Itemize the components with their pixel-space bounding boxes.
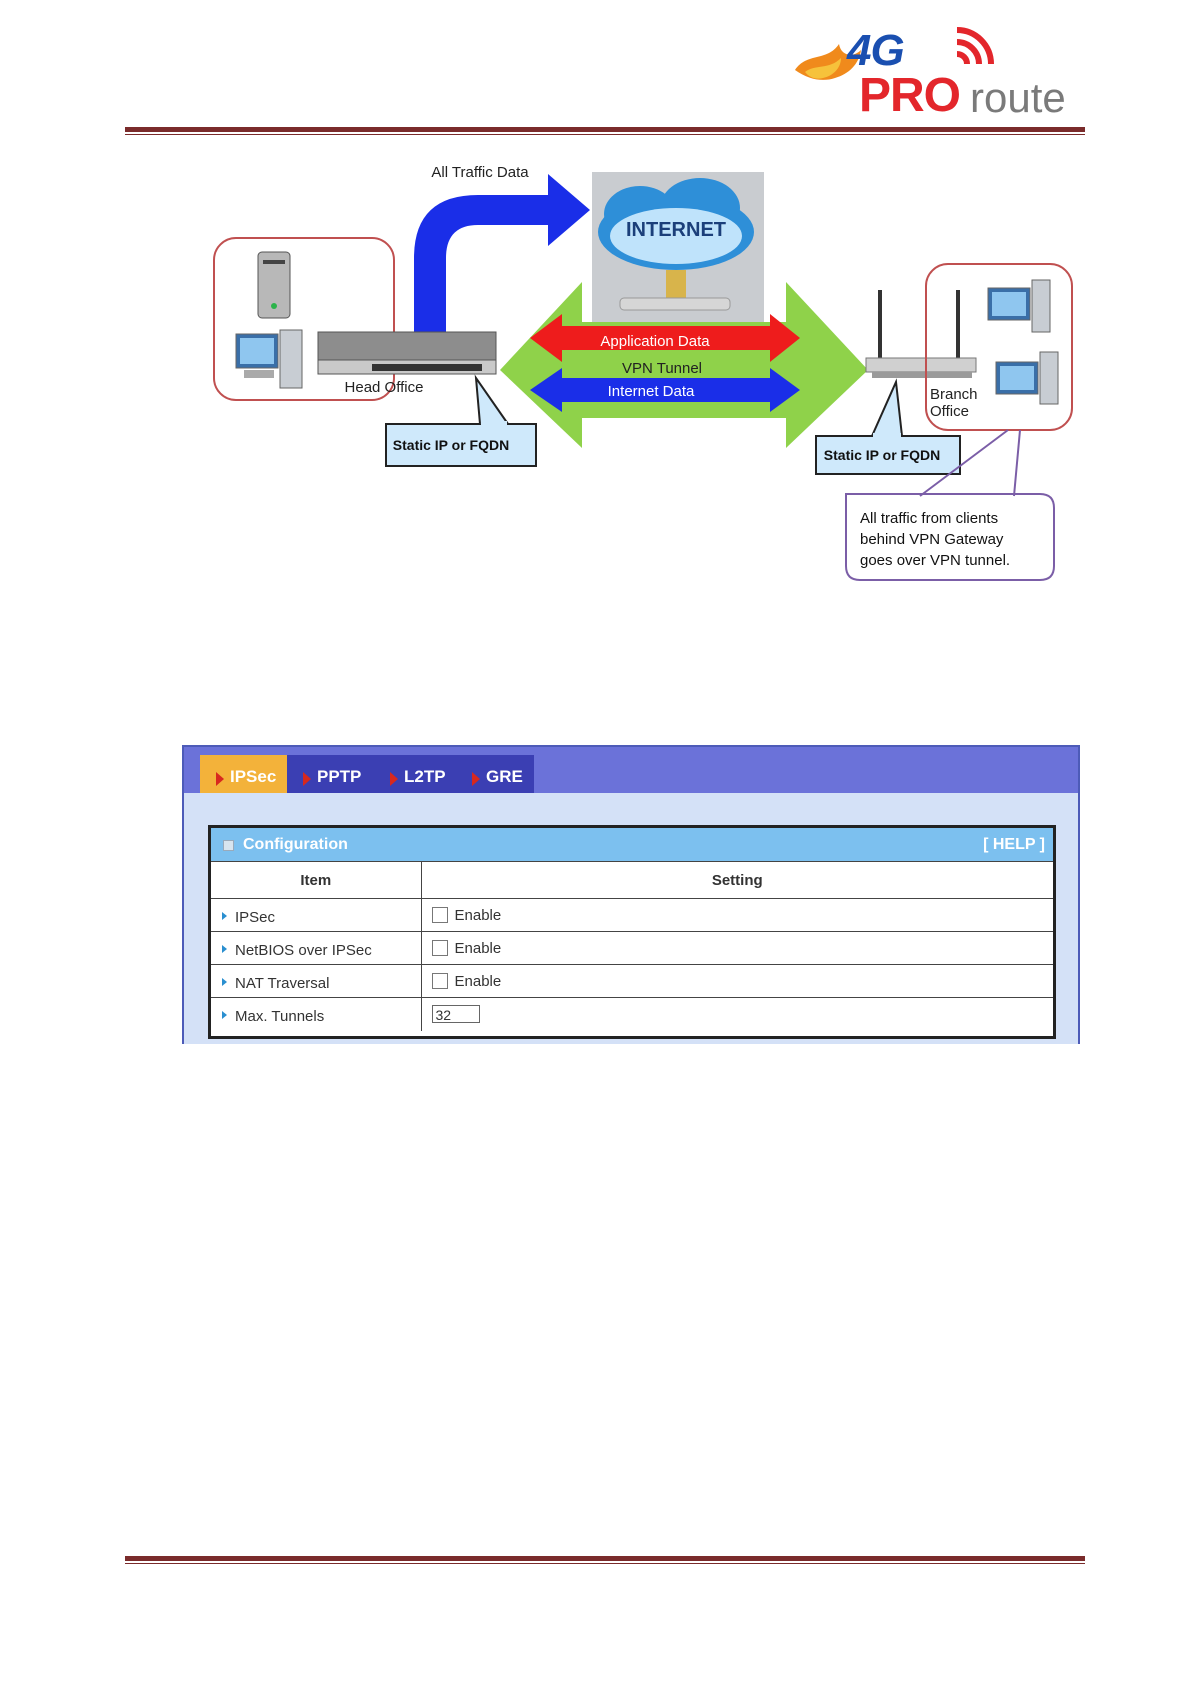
nat-traversal-enable-checkbox[interactable] bbox=[432, 973, 448, 989]
branch-router-icon bbox=[866, 290, 976, 378]
branch-computer-icon-top bbox=[988, 280, 1050, 332]
table-row: NetBIOS over IPSec Enable bbox=[211, 932, 1053, 965]
row-arrow-icon bbox=[222, 1011, 227, 1019]
tab-arrow-icon bbox=[390, 772, 398, 786]
configuration-title: Configuration bbox=[243, 828, 348, 861]
row-label-netbios: NetBIOS over IPSec bbox=[235, 942, 372, 959]
help-link[interactable]: [ HELP ] bbox=[983, 828, 1045, 861]
tab-arrow-icon bbox=[472, 772, 480, 786]
vpn-tunnel-label: VPN Tunnel bbox=[622, 360, 702, 377]
table-row: NAT Traversal Enable bbox=[211, 965, 1053, 998]
tab-gre-label: GRE bbox=[486, 767, 523, 786]
tab-l2tp[interactable]: L2TP bbox=[374, 755, 456, 793]
internet-data-label: Internet Data bbox=[608, 383, 695, 400]
note-line-2: behind VPN Gateway bbox=[860, 531, 1004, 548]
right-callout-label: Static IP or FQDN bbox=[824, 447, 940, 463]
max-tunnels-input[interactable]: 32 bbox=[432, 1005, 480, 1023]
vpn-config-panel: IPSec PPTP L2TP GRE Configuration [ HELP… bbox=[182, 745, 1080, 1044]
tab-ipsec-label: IPSec bbox=[230, 767, 276, 786]
branch-computer-icon-bottom bbox=[996, 352, 1058, 404]
desktop-computer-icon bbox=[236, 330, 302, 388]
ipsec-enable-label: Enable bbox=[455, 907, 502, 924]
configuration-grid: Item Setting IPSec Enable NetBIOS over I… bbox=[211, 861, 1053, 1031]
tab-arrow-icon bbox=[216, 772, 224, 786]
configuration-header: Configuration [ HELP ] bbox=[211, 828, 1053, 861]
row-arrow-icon bbox=[222, 978, 227, 986]
branch-office-label-1: Branch bbox=[930, 386, 978, 403]
tab-arrow-icon bbox=[303, 772, 311, 786]
head-office-router-icon bbox=[318, 332, 496, 374]
ipsec-enable-checkbox[interactable] bbox=[432, 907, 448, 923]
row-label-nat-traversal: NAT Traversal bbox=[235, 975, 329, 992]
cloud-base bbox=[620, 298, 730, 310]
tab-gre[interactable]: GRE bbox=[456, 755, 534, 793]
internet-label: INTERNET bbox=[626, 219, 726, 241]
application-data-label: Application Data bbox=[600, 333, 710, 350]
netbios-enable-checkbox[interactable] bbox=[432, 940, 448, 956]
tab-pptp[interactable]: PPTP bbox=[287, 755, 374, 793]
head-office-frame bbox=[214, 238, 394, 400]
tab-pptp-label: PPTP bbox=[317, 767, 361, 786]
row-arrow-icon bbox=[222, 945, 227, 953]
cloud-stem bbox=[666, 270, 686, 300]
netbios-enable-label: Enable bbox=[455, 940, 502, 957]
tab-l2tp-label: L2TP bbox=[404, 767, 446, 786]
column-header-item: Item bbox=[211, 862, 421, 899]
nat-traversal-enable-label: Enable bbox=[455, 973, 502, 990]
section-bullet-icon bbox=[223, 840, 234, 851]
configuration-table: Configuration [ HELP ] Item Setting IPSe… bbox=[208, 825, 1056, 1039]
head-office-label: Head Office bbox=[345, 379, 424, 396]
footer-rule bbox=[125, 1556, 1085, 1564]
right-callout-tail-mask bbox=[873, 433, 901, 438]
table-header-row: Item Setting bbox=[211, 862, 1053, 899]
column-header-setting: Setting bbox=[421, 862, 1053, 899]
note-line-1: All traffic from clients bbox=[860, 510, 998, 527]
right-callout-tail bbox=[872, 382, 902, 436]
row-arrow-icon bbox=[222, 912, 227, 920]
tab-ipsec[interactable]: IPSec bbox=[200, 755, 287, 793]
left-callout-tail-mask bbox=[481, 421, 507, 426]
table-row: IPSec Enable bbox=[211, 899, 1053, 932]
row-label-ipsec: IPSec bbox=[235, 909, 275, 926]
note-line-3: goes over VPN tunnel. bbox=[860, 552, 1010, 569]
table-row: Max. Tunnels 32 bbox=[211, 998, 1053, 1031]
left-callout-label: Static IP or FQDN bbox=[393, 437, 509, 453]
row-label-max-tunnels: Max. Tunnels bbox=[235, 1008, 324, 1025]
branch-office-label-2: Office bbox=[930, 403, 969, 420]
all-traffic-label: All Traffic Data bbox=[431, 164, 529, 181]
left-callout-tail bbox=[476, 378, 508, 424]
tunnel-right-chevron bbox=[786, 282, 868, 448]
server-icon bbox=[258, 252, 290, 318]
vpn-network-diagram: INTERNET Application Data VPN Tunnel Int… bbox=[0, 0, 1191, 600]
vpn-tab-bar: IPSec PPTP L2TP GRE bbox=[184, 747, 1078, 793]
